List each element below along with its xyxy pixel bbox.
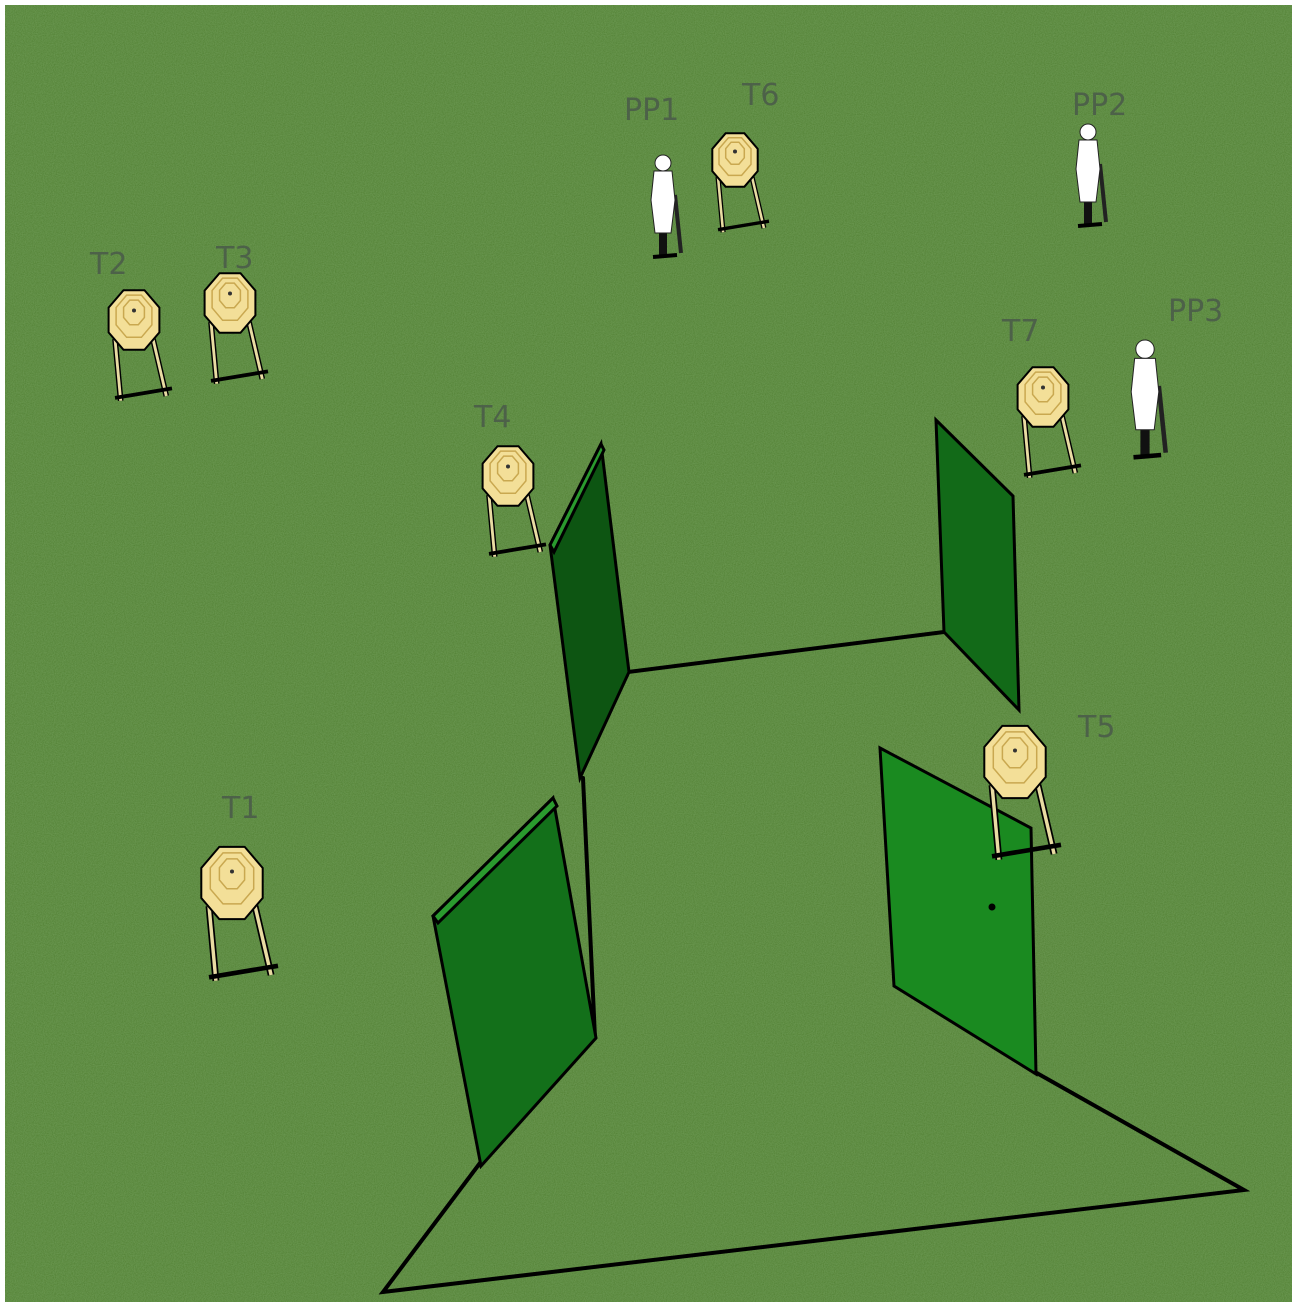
no-shoot-label: PP1	[624, 93, 679, 128]
target-label: T5	[1077, 710, 1115, 745]
no-shoot-label: PP2	[1072, 88, 1127, 123]
target-label: T2	[89, 247, 127, 282]
target-label: T3	[215, 241, 253, 276]
target-label: T1	[221, 791, 259, 826]
target-label: T7	[1001, 314, 1039, 349]
wall-marker	[990, 905, 994, 909]
target-label: T6	[741, 78, 779, 113]
no-shoot-label: PP3	[1168, 294, 1223, 329]
target-label: T4	[473, 400, 511, 435]
